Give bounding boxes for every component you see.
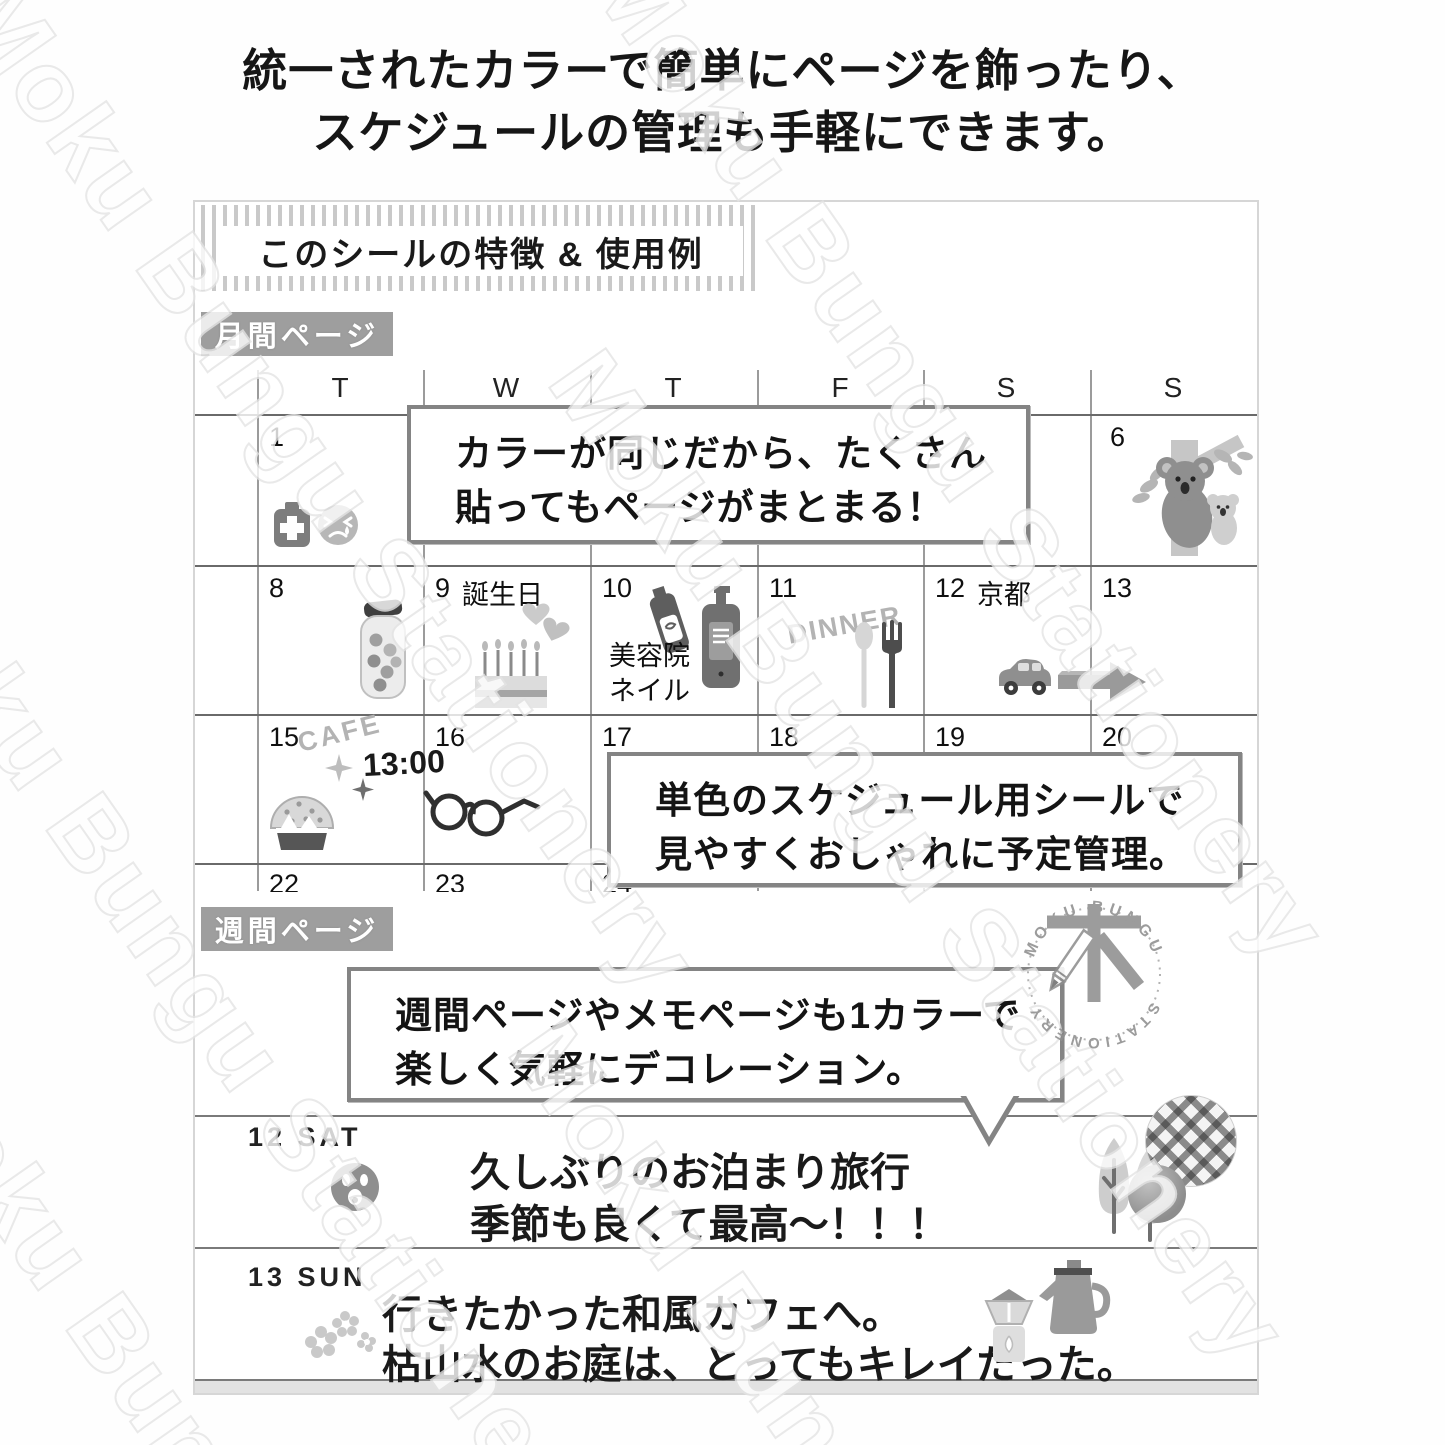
car-sticker-icon — [999, 659, 1051, 695]
speech-bubble-tail — [960, 1096, 1020, 1148]
sun-note-line1: 行きたかった和風カフェへ。 — [382, 1293, 902, 1337]
calendar-date-20: 20 — [1102, 722, 1133, 752]
koala-tree-sticker-icon — [1132, 434, 1253, 556]
callout3-line1: 週間ページやメモページも1カラーで — [395, 995, 1021, 1036]
sat-note-line1: 久しぶりのお泊まり旅行 — [470, 1151, 910, 1195]
salon-line2: ネイル — [609, 676, 690, 707]
grid-vline — [1090, 370, 1092, 891]
salon-note: 美容院 ネイル — [609, 639, 690, 709]
calendar-date-6: 6 — [1110, 422, 1126, 452]
day-header-s2: S — [1163, 372, 1183, 403]
spoon-fork-sticker-icon — [855, 620, 902, 708]
intro-headline: 統一されたカラーで簡単にページを飾ったり、 スケジュールの管理も手軽にできます。 — [0, 40, 1445, 164]
callout-single-color: 単色のスケジュール用シールで 見やすくおしゃれに予定管理。 — [607, 752, 1242, 887]
date-12-number: 12 — [935, 573, 966, 603]
date-9-number: 9 — [435, 573, 451, 603]
grid-vline — [257, 370, 259, 891]
calendar-date-22: 22 — [269, 869, 300, 892]
calendar-date-10: 10 — [602, 573, 633, 603]
weekly-row-line — [195, 1247, 1257, 1249]
callout1-line1: カラーが同じだから、たくさん — [455, 433, 987, 474]
glasses-sticker-icon — [423, 790, 541, 837]
coffee-kettle-sticker-icon — [1039, 1260, 1111, 1334]
callout-color-match: カラーが同じだから、たくさん 貼ってもページがまとまる！ — [407, 405, 1030, 544]
grid-vline — [423, 370, 425, 891]
weekly-row-line — [195, 1115, 1257, 1117]
hearts-sticker-icon — [522, 603, 570, 641]
gray-ball-sticker — [1128, 1165, 1186, 1223]
intro-line-1: 統一されたカラーで簡単にページを飾ったり、 — [242, 45, 1203, 96]
calendar-date-15: 15 — [269, 722, 300, 752]
flowers-sticker-icon — [305, 1311, 376, 1358]
day-header-s1: S — [996, 372, 1016, 403]
grid-hline — [195, 565, 1257, 567]
day-header-w: W — [492, 372, 520, 403]
weekly-page-badge: 週間ページ — [201, 907, 393, 951]
callout3-line2: 楽しく気軽にデコレーション。 — [395, 1048, 925, 1090]
surprised-face-sticker-icon — [331, 1163, 379, 1211]
day-header-t2: T — [664, 372, 682, 403]
birthday-cake-sticker-icon — [475, 639, 547, 708]
grid-vline — [757, 370, 759, 891]
calendar-date-8: 8 — [269, 573, 285, 603]
calendar-date-12: 12 京都 — [935, 573, 1031, 612]
panel-bottom-strip — [195, 1381, 1257, 1393]
callout2-line1: 単色のスケジュール用シールで — [655, 780, 1185, 821]
panel-title: このシールの特徴 & 使用例 — [219, 226, 743, 276]
callout1-line2: 貼ってもページがまとまる！ — [455, 486, 945, 528]
feature-panel: このシールの特徴 & 使用例 月間ページ T W T F S S 1 6 — [193, 200, 1259, 1395]
first-aid-kit-sticker-icon — [274, 502, 310, 547]
coffee-dripper-sticker-icon — [984, 1289, 1034, 1362]
arrow-right-sticker-icon — [1058, 662, 1146, 702]
grid-vline — [923, 370, 925, 891]
grid-vline — [590, 370, 592, 891]
calendar-date-1: 1 — [269, 422, 285, 452]
cosmetics-tubes-sticker-icon — [649, 586, 740, 688]
grid-hline — [195, 714, 1257, 716]
weekly-row-line — [195, 1379, 1257, 1381]
calendar-date-11: 11 — [769, 573, 798, 603]
monthly-page-badge: 月間ページ — [201, 312, 393, 356]
crying-face-sticker-icon — [318, 505, 358, 545]
calendar-date-17: 17 — [602, 722, 633, 752]
day-header-t1: T — [331, 372, 349, 403]
day-header-f: F — [831, 372, 849, 403]
sat-date-label: 12 SAT — [248, 1122, 362, 1152]
calendar-date-19: 19 — [935, 722, 966, 752]
candy-jar-sticker-icon — [360, 599, 406, 699]
calendar-date-18: 18 — [769, 722, 800, 752]
callout-weekly-deco: 週間ページやメモページも1カラーで 楽しく気軽にデコレーション。 — [347, 967, 1064, 1102]
kyoto-label: 京都 — [977, 580, 1032, 610]
striped-header-band: このシールの特徴 & 使用例 — [201, 205, 757, 291]
intro-line-2: スケジュールの管理も手軽にできます。 — [312, 107, 1133, 159]
sparkle-stars-icon — [325, 754, 374, 801]
calendar-date-13: 13 — [1102, 573, 1133, 603]
shaved-ice-sticker-icon — [269, 796, 335, 850]
calendar-date-23: 23 — [435, 869, 466, 892]
salon-line1: 美容院 — [609, 641, 690, 671]
calendar-date-16: 16 — [435, 722, 466, 752]
sun-date-label: 13 SUN — [248, 1262, 367, 1292]
sat-note-line2: 季節も良くて最高〜！！！ — [470, 1203, 949, 1247]
callout2-line2: 見やすくおしゃれに予定管理。 — [655, 833, 1187, 875]
